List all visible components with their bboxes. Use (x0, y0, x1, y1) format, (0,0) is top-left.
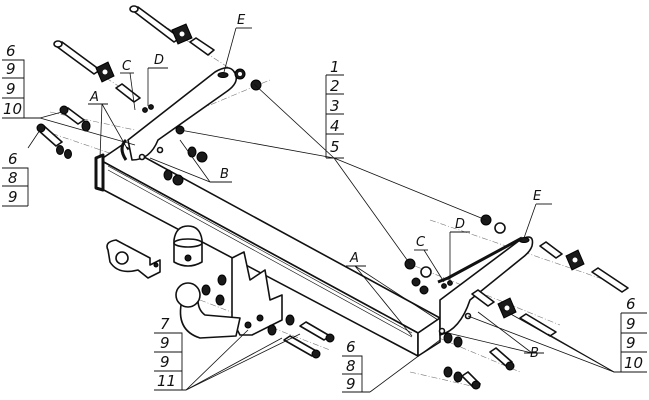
marker-e-right: E (533, 189, 542, 204)
callout-label: 9 (626, 334, 636, 352)
callout-label: 8 (346, 357, 356, 375)
marker-c-right: C (416, 235, 426, 250)
letter-markers: A B C D E A B C D E (88, 13, 552, 361)
callout-stack-right: 6 9 9 10 (614, 295, 647, 373)
marker-e-left: E (237, 13, 246, 28)
callout-stack-top-left: 6 9 9 10 (2, 42, 40, 119)
callout-label: 9 (160, 353, 170, 371)
callout-label: 9 (160, 334, 170, 352)
fasteners-ball-mount (201, 274, 335, 359)
callout-label: 6 (8, 150, 18, 168)
marker-d-right: D (455, 217, 465, 232)
callout-stack-bottom-center: 6 8 9 (342, 338, 370, 393)
callout-label: 9 (346, 375, 356, 393)
callout-label: 6 (626, 295, 636, 313)
callout-label: 7 (160, 315, 170, 333)
callout-label: 3 (330, 97, 340, 115)
callout-label: 9 (8, 188, 18, 206)
callout-label: 2 (330, 77, 340, 95)
callout-label: 5 (330, 138, 340, 156)
callout-label: 10 (3, 100, 22, 118)
marker-d-left: D (154, 53, 164, 68)
callout-label: 4 (330, 117, 340, 135)
right-bracket-arm (437, 236, 534, 336)
callout-label: 9 (6, 60, 16, 78)
fasteners-top-left (36, 5, 262, 186)
socket-plate (106, 239, 161, 279)
callout-stack-left-mid: 6 8 9 (2, 150, 29, 207)
tow-ball-mount (175, 251, 283, 339)
marker-b-left: B (220, 167, 229, 182)
marker-a-right: A (349, 251, 359, 266)
callout-label: 11 (157, 372, 176, 390)
callout-label: 9 (6, 80, 16, 98)
callout-label: 6 (6, 42, 16, 60)
callout-stack-bottom-left: 7 9 9 11 (154, 315, 186, 391)
ball-cap (173, 225, 203, 267)
left-bracket-arm (120, 67, 238, 161)
crossbar-tube (94, 144, 441, 357)
callout-label: 9 (626, 315, 636, 333)
callout-label: 6 (346, 338, 356, 356)
callout-label: 10 (624, 354, 643, 372)
callout-label: 8 (8, 169, 18, 187)
callout-label: 1 (330, 58, 340, 76)
leader-lines (20, 27, 615, 393)
marker-c-left: C (122, 59, 132, 74)
marker-a-left: A (89, 90, 99, 105)
callout-stack-center: 1 2 3 4 5 (325, 58, 344, 159)
fasteners-right (404, 214, 629, 390)
marker-b-right: B (530, 346, 539, 361)
